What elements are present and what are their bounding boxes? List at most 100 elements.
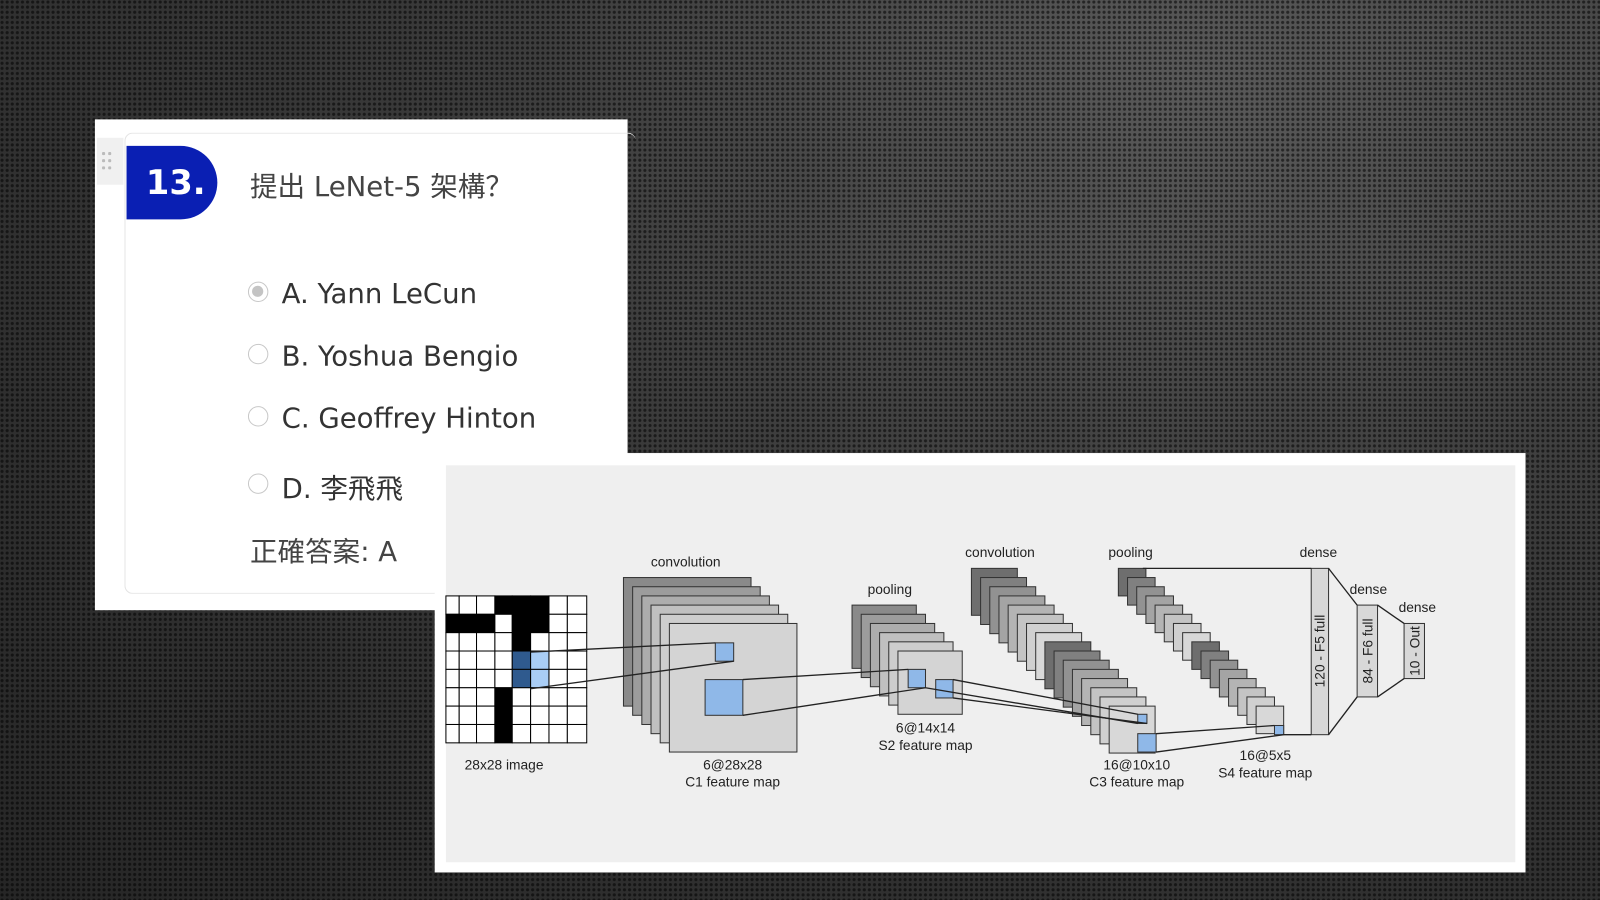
quiz-question-card: 13. 提出 LeNet-5 架構？ A. Yann LeCun B. Yosh…	[94, 119, 636, 611]
label-c1-name: C1 feature map	[685, 775, 780, 790]
option-c[interactable]: C. Geoffrey Hinton	[247, 403, 537, 435]
input-pixel	[494, 705, 513, 725]
input-pixel	[548, 687, 568, 707]
input-pixel	[548, 595, 568, 615]
input-pixel	[566, 613, 588, 634]
option-label: A. Yann LeCun	[281, 278, 478, 311]
option-a[interactable]: A. Yann LeCun	[247, 278, 478, 311]
input-pixel	[458, 705, 478, 725]
label-f5: 120 - F5 full	[1312, 615, 1327, 688]
label-pooling-2: pooling	[1108, 545, 1152, 560]
s2-unit	[907, 668, 927, 689]
input-pixel	[445, 632, 460, 652]
input-pixel	[530, 687, 550, 707]
s2-conv-field	[935, 679, 954, 699]
label-out: 10 - Out	[1407, 626, 1422, 676]
input-pixel	[511, 632, 532, 652]
connector-line	[530, 642, 716, 653]
input-pixel	[445, 723, 460, 744]
input-pixel	[476, 687, 496, 707]
radio-button[interactable]	[247, 405, 269, 427]
s4-unit	[1273, 724, 1285, 736]
input-pixel	[566, 668, 588, 689]
connector-line	[1328, 696, 1358, 736]
input-pixel	[494, 723, 513, 744]
label-s4-size: 16@5x5	[1240, 748, 1292, 763]
input-pixel	[458, 650, 478, 670]
connector-line	[1156, 734, 1284, 753]
input-pixel	[476, 668, 496, 689]
radio-button[interactable]	[247, 343, 269, 364]
input-pixel	[458, 632, 478, 652]
input-pixel	[530, 595, 550, 615]
label-f6: 84 - F6 full	[1360, 618, 1375, 683]
input-pixel	[511, 723, 532, 744]
label-pooling-1: pooling	[868, 582, 912, 597]
input-pixel	[566, 595, 588, 615]
input-pixel	[494, 613, 513, 634]
input-pixel	[511, 595, 532, 615]
input-pixel	[566, 705, 588, 725]
connector-line	[530, 660, 734, 690]
input-pixel	[494, 668, 513, 689]
connector-line	[742, 687, 926, 716]
radio-button[interactable]	[247, 472, 269, 494]
input-pixel	[476, 595, 496, 615]
input-pixel	[445, 613, 460, 634]
input-pixel	[548, 723, 568, 744]
input-pixel	[458, 687, 478, 707]
c1-pool-field	[704, 679, 744, 716]
label-dense-1: dense	[1300, 545, 1338, 560]
input-pixel	[511, 705, 532, 725]
input-pixel	[566, 632, 588, 652]
option-d[interactable]: D. 李飛飛	[247, 466, 403, 506]
label-convolution-2: convolution	[965, 545, 1035, 560]
input-pixel	[458, 595, 478, 615]
output-layer	[1403, 622, 1425, 680]
f6-layer	[1356, 604, 1379, 698]
input-pixel	[445, 668, 460, 689]
c3-pool-field	[1137, 733, 1157, 753]
input-pixel	[494, 687, 513, 707]
input-pixel	[458, 723, 478, 744]
label-c3-name: C3 feature map	[1089, 775, 1184, 790]
input-pixel	[530, 705, 550, 725]
label-input: 28x28 image	[465, 757, 544, 772]
input-pixel	[476, 650, 496, 670]
input-pixel	[566, 687, 588, 707]
connector-line	[1156, 724, 1275, 735]
input-pixel	[530, 650, 550, 670]
input-pixel	[530, 668, 550, 689]
label-c1-size: 6@28x28	[703, 757, 762, 772]
input-pixel	[511, 613, 532, 634]
correct-answer: 正確答案: A	[249, 536, 398, 569]
input-pixel	[530, 632, 550, 652]
drag-handle-icon[interactable]	[96, 137, 124, 185]
label-s2-size: 6@14x14	[896, 721, 955, 736]
c1-receptive-field	[714, 642, 735, 662]
input-pixel	[511, 687, 532, 707]
input-pixel	[445, 650, 460, 670]
input-pixel	[476, 705, 496, 725]
f5-layer	[1310, 567, 1330, 736]
radio-button[interactable]	[247, 281, 269, 302]
lenet5-diagram	[434, 453, 1526, 873]
input-pixel	[548, 705, 568, 725]
input-pixel	[445, 687, 460, 707]
question-text: 提出 LeNet-5 架構？	[249, 171, 513, 204]
option-b[interactable]: B. Yoshua Bengio	[247, 341, 518, 372]
input-pixel	[566, 650, 588, 670]
input-pixel	[566, 723, 588, 744]
label-dense-2: dense	[1350, 582, 1388, 597]
question-number-badge: 13.	[126, 145, 218, 220]
label-s2-name: S2 feature map	[878, 738, 972, 753]
connector-line	[1377, 604, 1405, 625]
label-s4-name: S4 feature map	[1218, 766, 1312, 781]
question-container	[124, 132, 636, 594]
input-pixel	[548, 632, 568, 652]
option-label: C. Geoffrey Hinton	[281, 403, 537, 435]
input-pixel	[476, 723, 496, 744]
label-convolution-1: convolution	[651, 554, 721, 569]
input-pixel	[548, 650, 568, 670]
